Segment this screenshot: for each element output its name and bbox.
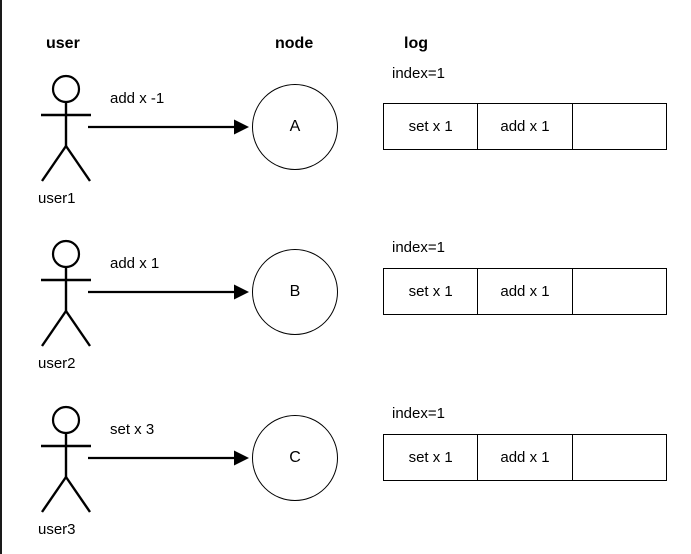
log-cell: add x 1 <box>478 435 573 480</box>
stick-figure-user2 <box>41 239 91 347</box>
index-label-row3: index=1 <box>392 405 445 422</box>
log-cell: add x 1 <box>478 269 573 314</box>
log-cell: set x 1 <box>384 435 479 480</box>
column-header-user: user <box>46 35 80 52</box>
log-cell: add x 1 <box>478 104 573 149</box>
arrow-user3-to-node-c <box>88 450 249 466</box>
stick-figure-user1 <box>41 74 91 182</box>
index-label-row1: index=1 <box>392 65 445 82</box>
edge-label-user3: set x 3 <box>110 421 155 438</box>
node-label-c: C <box>289 449 301 466</box>
index-label-row2: index=1 <box>392 239 445 256</box>
node-circle-b: B <box>252 249 338 335</box>
log-cell: set x 1 <box>384 269 479 314</box>
stick-figure-user3 <box>41 405 91 513</box>
node-label-b: B <box>289 283 301 300</box>
log-table-row1: set x 1 add x 1 <box>383 103 667 150</box>
column-header-log: log <box>404 35 428 52</box>
log-cell <box>573 104 666 149</box>
actor-label-user1: user1 <box>38 190 76 207</box>
log-table-row2: set x 1 add x 1 <box>383 268 667 315</box>
arrow-user1-to-node-a <box>88 119 249 135</box>
edge-label-user2: add x 1 <box>110 255 160 272</box>
log-cell <box>573 435 666 480</box>
log-cell: set x 1 <box>384 104 479 149</box>
column-header-node: node <box>275 35 314 52</box>
node-circle-c: C <box>252 415 338 501</box>
actor-label-user3: user3 <box>38 521 76 538</box>
edge-label-user1: add x -1 <box>110 90 165 107</box>
arrow-user2-to-node-b <box>88 284 249 300</box>
log-table-row3: set x 1 add x 1 <box>383 434 667 481</box>
actor-label-user2: user2 <box>38 355 76 372</box>
log-cell <box>573 269 666 314</box>
node-circle-a: A <box>252 84 338 170</box>
node-label-a: A <box>289 118 301 135</box>
